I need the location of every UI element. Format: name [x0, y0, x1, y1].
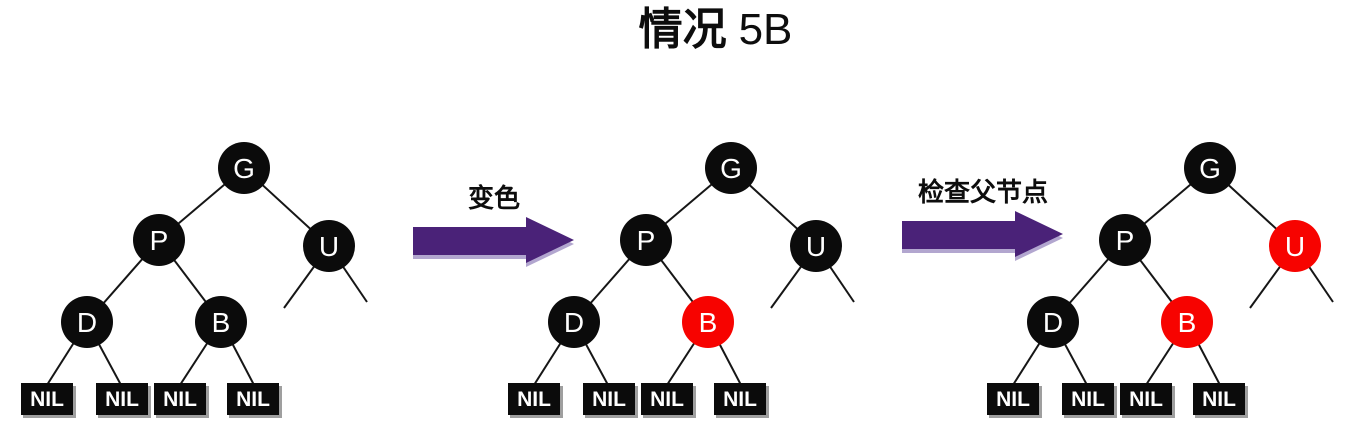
node-d-label: D: [1043, 307, 1063, 338]
node-d-circle: [548, 296, 600, 348]
transition-recolor: 变色: [413, 185, 575, 268]
arrow-body: [902, 211, 1063, 257]
nil-box: NIL: [1120, 383, 1175, 418]
node-u-label: U: [1285, 231, 1305, 262]
nil-shadow-edge: [1064, 386, 1117, 418]
node-b-circle: [195, 296, 247, 348]
node-b-circle: [1161, 296, 1213, 348]
nil-shadow-edge: [98, 386, 151, 418]
nil-shadow-edge: [156, 386, 209, 418]
nil-rect: [508, 383, 560, 415]
nil-shadow-edge: [643, 386, 696, 418]
node-b-label: B: [212, 307, 231, 338]
node-d-label: D: [77, 307, 97, 338]
node-p-circle: [133, 214, 185, 266]
node-d-circle: [1027, 296, 1079, 348]
nil-label: NIL: [105, 388, 139, 411]
node-p-circle: [620, 214, 672, 266]
nil-label: NIL: [30, 388, 64, 411]
node-u-circle: [1269, 220, 1321, 272]
nil-rect: [987, 383, 1039, 415]
nil-shadow-edge: [229, 386, 282, 418]
nil-label: NIL: [1129, 388, 1163, 411]
nil-box: NIL: [1193, 383, 1248, 418]
nil-rect: [96, 383, 148, 415]
nil-box: NIL: [227, 383, 282, 418]
nil-box: NIL: [1062, 383, 1117, 418]
node-g-circle: [218, 142, 270, 194]
nil-rect: [227, 383, 279, 415]
node-g-circle: [705, 142, 757, 194]
nil-shadow-edge: [585, 386, 638, 418]
nil-box: NIL: [641, 383, 696, 418]
node-p-label: P: [637, 225, 656, 256]
nil-rect: [583, 383, 635, 415]
nil-rect: [1062, 383, 1114, 415]
nil-label: NIL: [517, 388, 551, 411]
nil-label: NIL: [996, 388, 1030, 411]
nil-label: NIL: [592, 388, 626, 411]
arrow-body: [413, 217, 574, 263]
nil-box: NIL: [583, 383, 638, 418]
nil-rect: [641, 383, 693, 415]
right-arrow-icon: [902, 211, 1063, 261]
nil-label: NIL: [650, 388, 684, 411]
node-d-circle: [61, 296, 113, 348]
tree-initial: G P U D B NIL NIL NIL NIL: [21, 142, 368, 418]
nil-shadow-edge: [1195, 386, 1248, 418]
tree-edges: [1012, 167, 1334, 386]
tree-after-check-parent: G P U D B NIL NIL NIL NIL: [987, 142, 1334, 418]
arrow-recolor-label: 变色: [467, 183, 520, 213]
nil-label: NIL: [1071, 388, 1105, 411]
node-g-label: G: [720, 153, 742, 184]
nil-box: NIL: [96, 383, 151, 418]
node-b-circle: [682, 296, 734, 348]
node-p-label: P: [1116, 225, 1135, 256]
node-d-label: D: [564, 307, 584, 338]
node-g-label: G: [233, 153, 255, 184]
nil-rect: [714, 383, 766, 415]
node-g-label: G: [1199, 153, 1221, 184]
nil-label: NIL: [236, 388, 270, 411]
nil-box: NIL: [154, 383, 209, 418]
node-u-label: U: [806, 231, 826, 262]
nil-rect: [21, 383, 73, 415]
tree-edges: [533, 167, 855, 386]
nil-box: NIL: [987, 383, 1042, 418]
nil-label: NIL: [163, 388, 197, 411]
node-u-label: U: [319, 231, 339, 262]
right-arrow-icon: [413, 217, 574, 267]
arrow-check-parent-label: 检查父节点: [917, 177, 1048, 207]
title-case-number: 5B: [738, 5, 793, 54]
nil-box: NIL: [21, 383, 76, 418]
transition-check-parent: 检查父节点: [897, 179, 1069, 262]
nil-rect: [154, 383, 206, 415]
title-case-text: 情况: [638, 5, 727, 54]
tree-edges: [46, 167, 368, 386]
nil-label: NIL: [1202, 388, 1236, 411]
nil-rect: [1120, 383, 1172, 415]
nil-shadow-edge: [23, 386, 76, 418]
nil-label: NIL: [723, 388, 757, 411]
node-b-label: B: [1178, 307, 1197, 338]
node-p-circle: [1099, 214, 1151, 266]
nil-shadow-edge: [510, 386, 563, 418]
node-u-circle: [303, 220, 355, 272]
nil-shadow-edge: [716, 386, 769, 418]
node-p-label: P: [150, 225, 169, 256]
nil-shadow-edge: [1122, 386, 1175, 418]
node-g-circle: [1184, 142, 1236, 194]
nil-box: NIL: [714, 383, 769, 418]
nil-box: NIL: [508, 383, 563, 418]
tree-after-recolor: G P U D B NIL NIL NIL NIL: [508, 142, 855, 418]
nil-rect: [1193, 383, 1245, 415]
node-b-label: B: [699, 307, 718, 338]
nil-shadow-edge: [989, 386, 1042, 418]
node-u-circle: [790, 220, 842, 272]
